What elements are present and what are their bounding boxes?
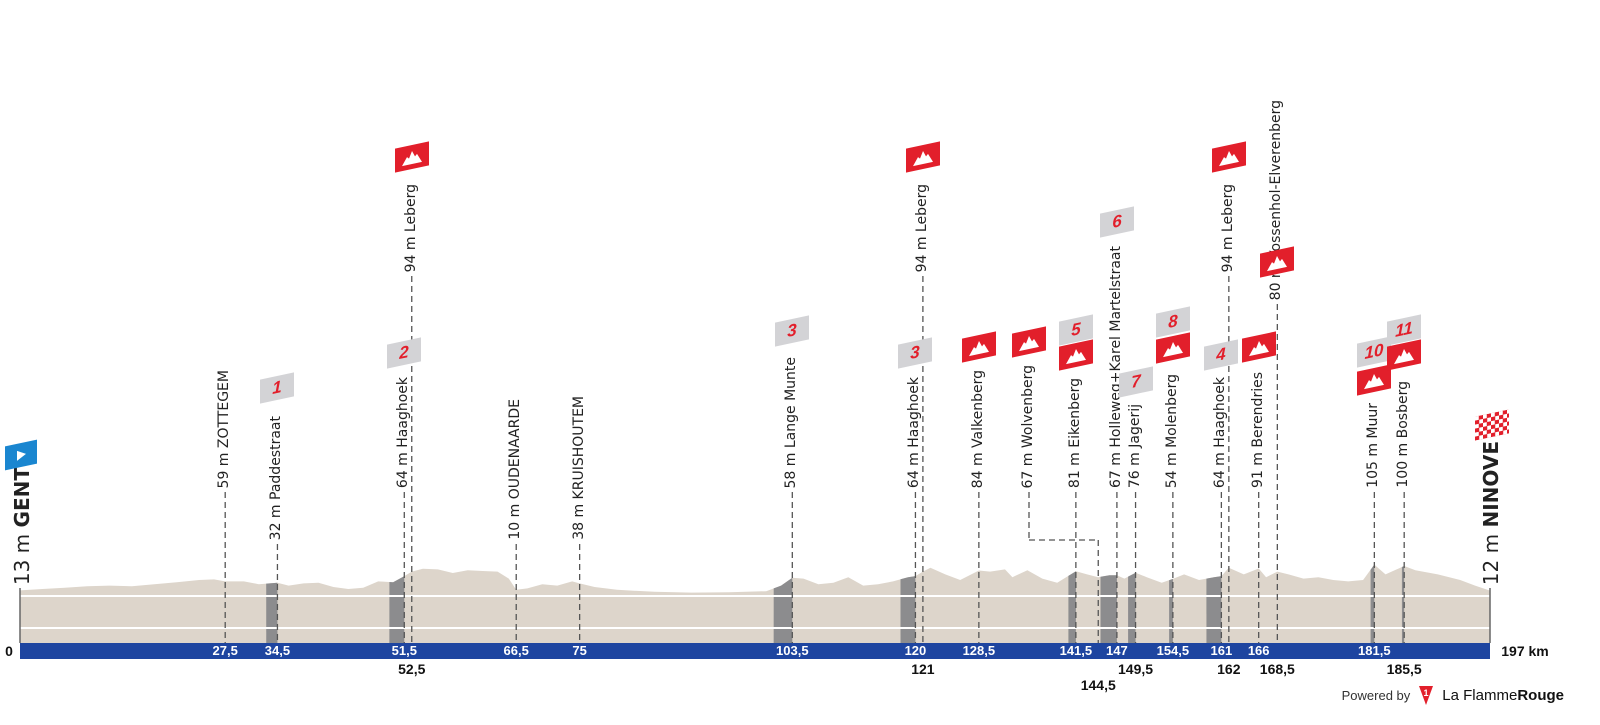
km-label: 128,5	[962, 643, 996, 658]
mountain-icon	[1019, 336, 1039, 352]
climb-flag	[1211, 141, 1246, 173]
km-label: 103,5	[776, 643, 809, 658]
km-label: 121	[911, 661, 935, 677]
mountain-icon	[1248, 341, 1269, 357]
climb-label: 64 m Haaghoek	[906, 376, 923, 488]
mountain-icon	[1394, 349, 1415, 365]
climb-label: 67 m Wolvenberg	[1020, 364, 1036, 489]
km-label: 181,5	[1358, 643, 1391, 658]
climb-flag	[1058, 339, 1093, 371]
brand-name-b: Rouge	[1517, 686, 1564, 704]
climb-label: 54 m Molenberg	[1163, 373, 1180, 488]
km-label: 51,5	[391, 643, 417, 658]
km-label: 161	[1210, 643, 1233, 658]
finish-elevation: 12 m	[1479, 533, 1503, 585]
climb-label: 94 m Leberg	[1219, 183, 1236, 272]
climb-flag	[1357, 364, 1392, 396]
brand-name: La FlammeRouge	[1442, 687, 1564, 704]
cobbled-sector	[1068, 571, 1076, 643]
km-label: 141,5	[1059, 643, 1093, 658]
cobbled-sector	[1370, 564, 1375, 643]
axis-zero-label: 0	[5, 643, 13, 659]
axis-end-label: 197 km	[1501, 643, 1549, 659]
climb-flag	[905, 141, 940, 173]
climb-label: 100 m Bosberg	[1395, 381, 1412, 488]
km-label: 162	[1217, 661, 1241, 677]
finish-town: NINOVE	[1479, 440, 1503, 528]
cobbled-sector	[389, 576, 405, 643]
km-label: 154,5	[1156, 643, 1190, 658]
cobbled-sector	[1169, 578, 1173, 643]
mountain-icon	[968, 341, 989, 357]
km-label: 27,5	[212, 643, 238, 658]
climb-label: 64 m Haaghoek	[1212, 376, 1229, 488]
distance-bar	[20, 643, 1490, 659]
cobbled-sector	[900, 576, 916, 643]
km-label: 168,5	[1259, 661, 1295, 677]
climb-label: 58 m Lange Munte	[783, 356, 800, 488]
svg-text:1: 1	[1424, 688, 1429, 698]
start-flag	[5, 439, 37, 471]
km-label: 147	[1106, 643, 1128, 658]
km-label: 75	[572, 643, 587, 658]
km-label: 34,5	[264, 643, 291, 658]
mountain-icon	[1218, 151, 1239, 167]
climb-label: 64 m Haaghoek	[395, 376, 412, 488]
start-elevation: 13 m	[10, 533, 34, 585]
la-flamme-rouge-logo-icon: 1	[1419, 686, 1434, 705]
powered-by: Powered by 1 La FlammeRouge	[1342, 684, 1564, 706]
km-label: 185,5	[1386, 661, 1422, 677]
start-town: GENT	[10, 466, 34, 528]
climb-label: 84 m Valkenberg	[969, 369, 986, 488]
climb-flag	[1155, 332, 1190, 364]
km-label: 52,5	[398, 661, 426, 677]
climb-label: 32 m Paddestraat	[268, 415, 285, 540]
km-label: 66,5	[503, 643, 529, 658]
mountain-icon	[401, 151, 422, 167]
climb-label: 94 m Leberg	[913, 183, 930, 272]
mountain-icon	[1267, 256, 1288, 272]
mountain-icon	[1364, 374, 1385, 390]
climb-flag	[961, 331, 996, 363]
climb-label: 81 m Eikenberg	[1066, 377, 1083, 488]
start-label: 13 m GENT	[10, 467, 34, 585]
climb-label: 91 m Berendries	[1249, 372, 1266, 488]
climb-label: 59 m ZOTTEGEM	[216, 369, 233, 488]
climb-label: 94 m Leberg	[402, 183, 419, 272]
cobbled-sector	[266, 582, 278, 643]
finish-label: 12 m NINOVE	[1479, 441, 1503, 585]
km-label: 120	[904, 643, 927, 658]
climb-label: 38 m KRUISHOUTEM	[570, 396, 587, 540]
mountain-icon	[1065, 349, 1086, 365]
cobbled-sector	[1128, 572, 1136, 643]
km-label: 166	[1247, 643, 1270, 658]
km-label: 144,5	[1080, 677, 1116, 693]
climb-flag	[1241, 331, 1276, 363]
elevation-profile	[20, 564, 1490, 643]
cobbled-sector	[1206, 576, 1222, 643]
play-icon	[17, 450, 26, 461]
powered-by-text: Powered by	[1341, 687, 1411, 703]
mountain-icon	[912, 151, 933, 167]
climb-flag	[1387, 339, 1422, 371]
mountain-icon	[1162, 342, 1183, 358]
climb-label: 67 m Holleweg+Karel Martelstraat	[1107, 245, 1124, 488]
km-label: 149,5	[1118, 661, 1154, 677]
climb-flag	[394, 141, 429, 173]
climb-label: 76 m Jagerij	[1126, 403, 1143, 488]
climb-label: 10 m OUDENAARDE	[507, 399, 524, 540]
climb-flag	[1260, 246, 1295, 278]
climb-flag	[1012, 326, 1046, 358]
brand-name-a: La Flamme	[1442, 686, 1518, 704]
climb-label: 105 m Muur	[1365, 403, 1382, 488]
cobbled-sector	[1100, 575, 1117, 643]
cobbled-sector	[773, 577, 793, 643]
